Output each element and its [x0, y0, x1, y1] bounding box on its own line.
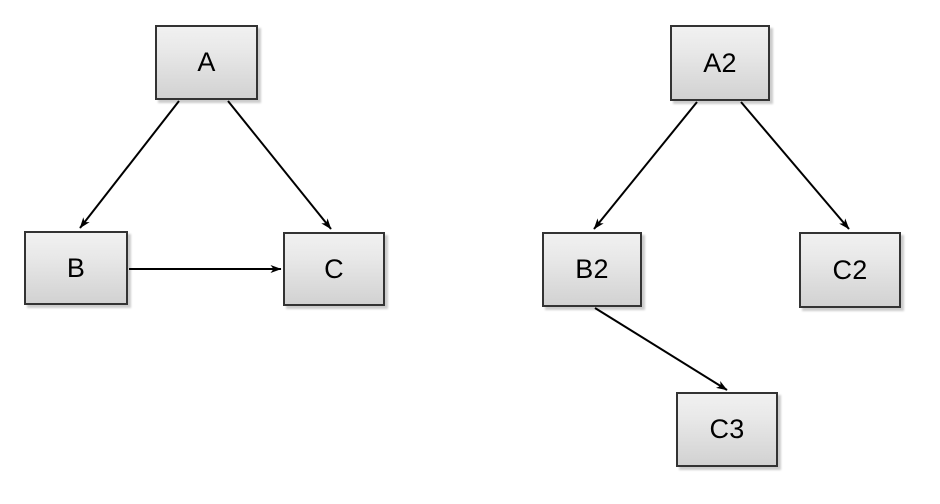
node-label-b: B: [66, 252, 86, 283]
node-c2[interactable]: C2: [799, 232, 901, 308]
edge-a2-to-c2[interactable]: [740, 101, 850, 230]
edge-a-to-c[interactable]: [227, 100, 332, 230]
node-label-b2: B2: [575, 254, 609, 284]
node-label-c: C: [324, 253, 344, 284]
node-a[interactable]: A: [155, 25, 258, 100]
node-b[interactable]: B: [24, 231, 128, 305]
node-label-a: A: [197, 47, 216, 77]
node-a2[interactable]: A2: [670, 25, 770, 101]
edge-a-to-b[interactable]: [79, 100, 180, 229]
node-c3[interactable]: C3: [676, 392, 778, 467]
edge-a2-to-b2[interactable]: [593, 101, 698, 230]
node-c[interactable]: C: [283, 232, 385, 306]
edge-b2-to-c3[interactable]: [594, 307, 728, 391]
node-label-c2: C2: [832, 254, 868, 285]
node-b2[interactable]: B2: [542, 232, 642, 307]
node-label-a2: A2: [703, 47, 737, 78]
node-label-c3: C3: [709, 414, 745, 444]
